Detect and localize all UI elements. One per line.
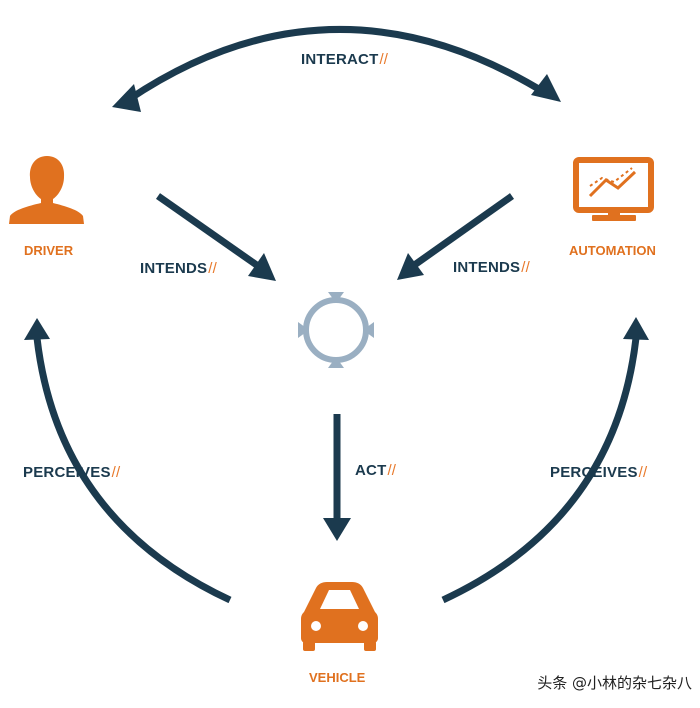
perceives-right-arc: [441, 317, 649, 604]
car-icon: [301, 582, 378, 651]
interact-arrowhead-left: [112, 84, 141, 112]
intends-left-suffix: //: [208, 260, 217, 277]
act-arrow: [323, 414, 351, 541]
act-label: ACT//: [355, 462, 396, 479]
interact-arc: [112, 26, 561, 112]
interact-text: INTERACT: [301, 51, 379, 68]
monitor-chart-icon: [573, 157, 654, 221]
intends-right-suffix: //: [521, 259, 530, 276]
intends-right-arrow: [397, 193, 515, 280]
intends-left-label: INTENDS//: [140, 260, 217, 277]
perceives-left-text: PERCEIVES: [23, 464, 111, 481]
act-suffix: //: [387, 462, 397, 479]
driver-label: DRIVER: [24, 243, 74, 258]
interact-suffix: //: [379, 51, 389, 68]
interact-label: INTERACT//: [301, 51, 388, 68]
intends-left-text: INTENDS: [140, 260, 208, 277]
perceives-left-arc: [24, 318, 232, 604]
act-text: ACT: [355, 462, 387, 479]
intends-right-text: INTENDS: [453, 259, 521, 276]
intends-right-label: INTENDS//: [453, 259, 530, 276]
perceives-right-suffix: //: [638, 464, 648, 481]
person-icon: [9, 156, 84, 224]
automation-label: AUTOMATION: [569, 243, 656, 258]
intends-left-arrow: [155, 193, 276, 281]
perceives-left-label: PERCEIVES//: [23, 464, 120, 481]
perceives-right-label: PERCEIVES//: [550, 464, 647, 481]
perceives-left-suffix: //: [111, 464, 121, 481]
vehicle-label: VEHICLE: [309, 670, 366, 685]
watermark-text: 头条 @小林的杂七杂八: [537, 674, 692, 692]
perceives-right-text: PERCEIVES: [550, 464, 638, 481]
interact-arrowhead-right: [531, 74, 561, 102]
cycle-icon: [298, 292, 374, 368]
